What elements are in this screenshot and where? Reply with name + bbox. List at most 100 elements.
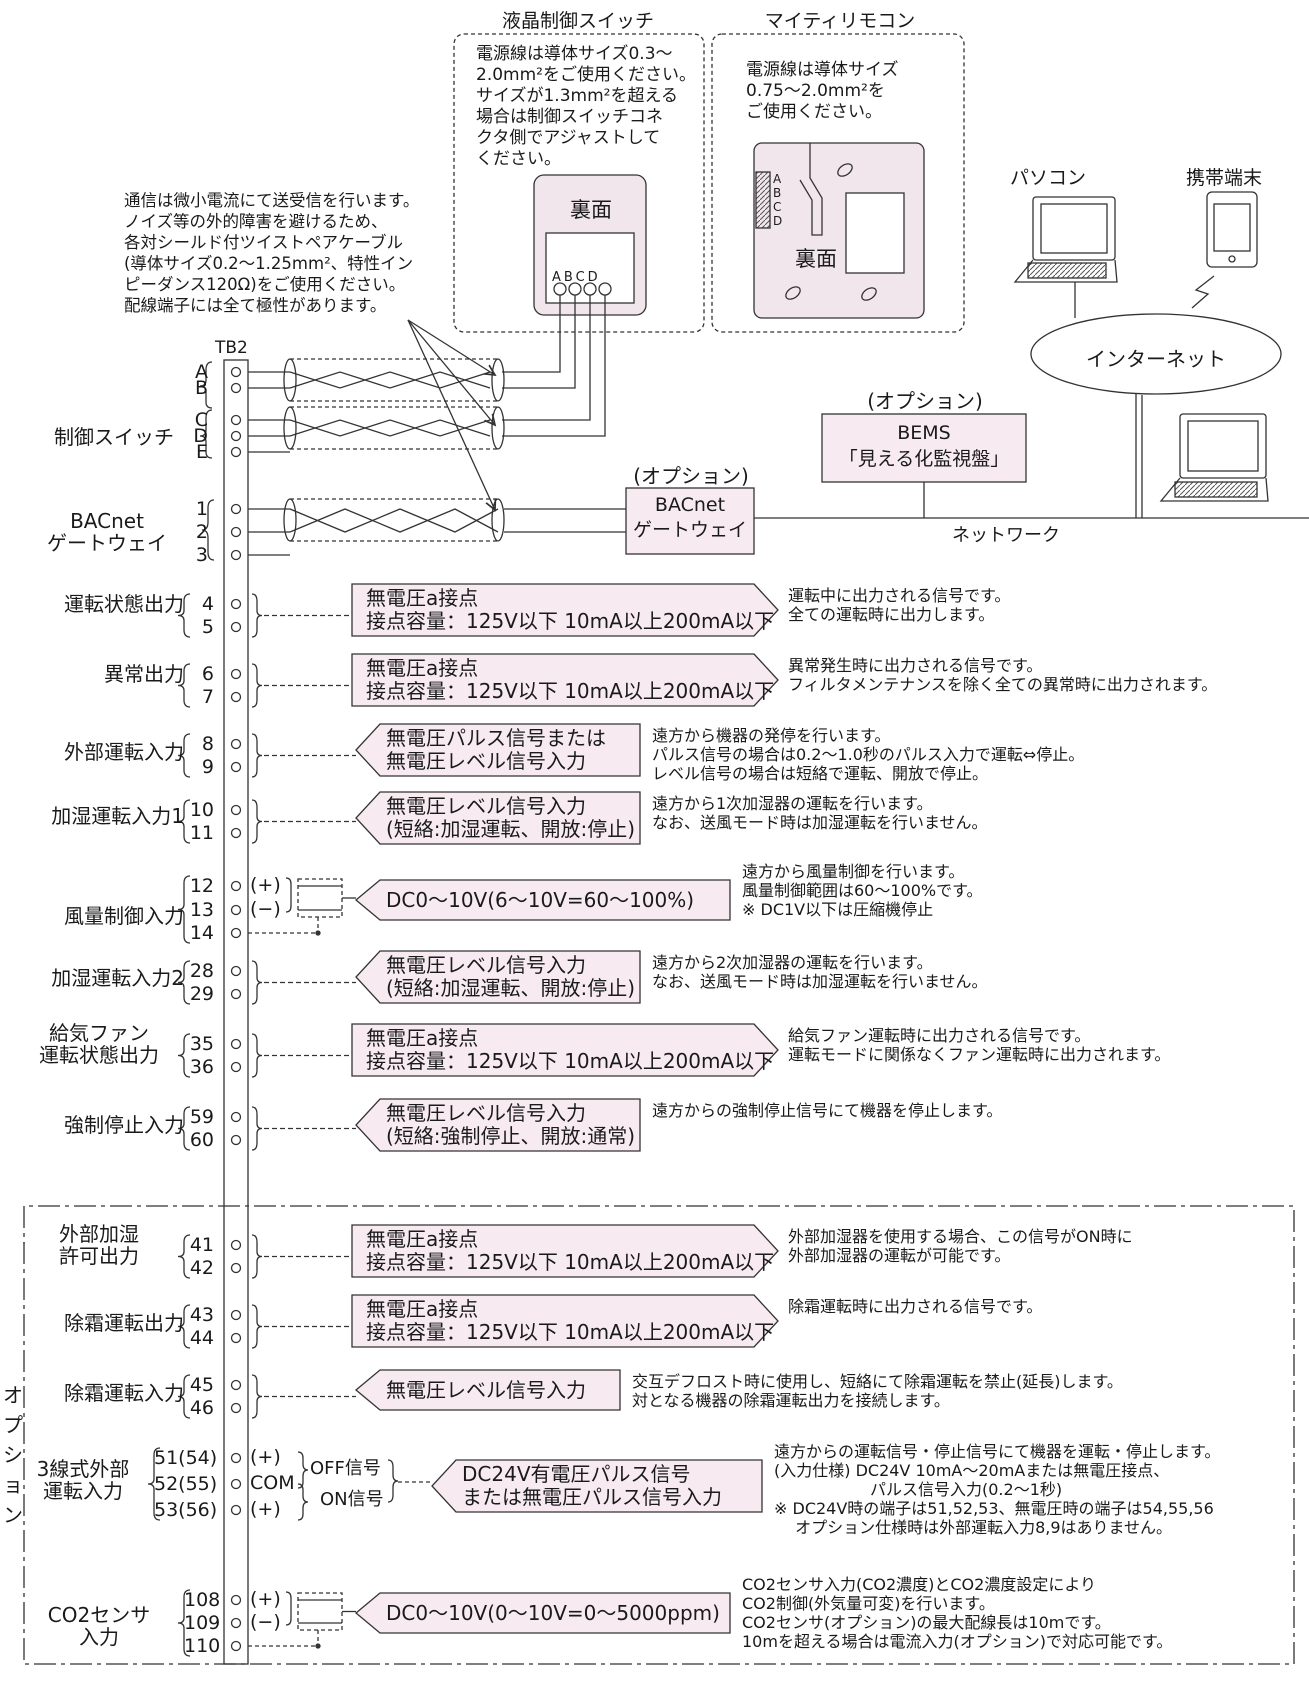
terminal-hole (230, 598, 242, 610)
bacnet-option-label: (オプション) (633, 464, 749, 488)
terminal-59: 59 (189, 1106, 214, 1128)
terminal-hole (230, 1594, 242, 1606)
signal-box-text-9: 無電圧a接点 接点容量：125V以下 10mA以上200mA以下 (366, 1297, 775, 1344)
terminal-c: C (194, 409, 208, 431)
mobile-label: 携帯端末 (1186, 167, 1263, 189)
signal-box-shape (351, 1224, 779, 1278)
row-description-2: 遠方から機器の発停を行います。 パルス信号の場合は0.2～1.0秒のパルス入力で… (652, 726, 1085, 783)
twisted-pair-cable-ab (283, 358, 505, 402)
terminal-3: 3 (195, 544, 208, 566)
terminal-d: D (193, 425, 208, 447)
laptop-icon-1 (1013, 196, 1118, 283)
option-vertical-label: オプション (3, 1383, 23, 1527)
terminal-2: 2 (195, 521, 208, 543)
signal-box-shape (354, 1369, 621, 1411)
terminal-35: 35 (189, 1033, 214, 1055)
terminal-13: 13 (189, 899, 214, 921)
terminal-hole (230, 382, 242, 394)
row-description-9: 除霜運転時に出力される信号です。 (788, 1297, 1043, 1316)
terminal-5: 5 (201, 616, 214, 638)
signal-box-shape (354, 1592, 731, 1634)
signal-box-shape (431, 1459, 763, 1513)
bacnet-gateway-box (625, 487, 755, 555)
control-switch-label: 制御スイッチ (54, 425, 174, 449)
row-label-11: 3線式外部 運転入力 (36, 1457, 130, 1503)
terminal-hole (230, 1038, 242, 1050)
lcd-switch-frame (453, 33, 705, 333)
internet-label: インターネット (1086, 347, 1226, 371)
terminal-12: 12 (189, 875, 214, 897)
terminal-hole (230, 1402, 242, 1414)
terminal-hole (230, 1452, 242, 1464)
terminal-53(56): 53(56) (154, 1499, 218, 1521)
signal-box-text-2: 無電圧パルス信号または 無電圧レベル信号入力 (386, 726, 606, 773)
plus-label: (+) (250, 1498, 281, 1520)
signal-box-shape (351, 1294, 779, 1348)
terminal-4: 4 (201, 593, 214, 615)
terminal-6: 6 (201, 663, 214, 685)
bacnet-gateway-label: BACnet ゲートウェイ (47, 509, 167, 555)
terminal-hole (230, 1239, 242, 1251)
row-description-11: 遠方からの運転信号・停止信号にて機器を運転・停止します。 (入力仕様) DC24… (774, 1442, 1221, 1537)
terminal-hole (230, 446, 242, 458)
row-description-3: 遠方から1次加湿器の運転を行います。 なお、送風モード時は加湿運転を行いません。 (652, 794, 988, 832)
row-description-10: 交互デフロスト時に使用し、短絡にて除霜運転を禁止(延長)します。 対となる機器の… (632, 1372, 1123, 1410)
mighty-power-note: 電源線は導体サイズ 0.75～2.0mm²を ご使用ください。 (746, 60, 899, 122)
row-description-4: 遠方から風量制御を行います。 風量制御範囲は60～100%です。 ※ DC1V以… (742, 862, 983, 919)
tb2-label: TB2 (215, 338, 248, 358)
twisted-pair-cable-cd (283, 406, 505, 450)
terminal-110: 110 (184, 1635, 221, 1657)
row-label-10: 除霜運転入力 (64, 1381, 184, 1405)
terminal-hole (230, 804, 242, 816)
row-label-12: CO2センサ 入力 (47, 1603, 151, 1649)
signal-box-text-12: DC0～10V(0～10V=0～5000ppm) (386, 1601, 720, 1625)
terminal-b: B (194, 377, 208, 399)
lcd-power-note: 電源線は導体サイズ0.3～ 2.0mm²をご使用ください。 サイズが1.3mm²… (476, 44, 696, 169)
internet-cloud (1030, 313, 1282, 395)
terminal-hole (230, 1478, 242, 1490)
terminal-hole (230, 927, 242, 939)
terminal-hole (230, 904, 242, 916)
terminal-43: 43 (189, 1304, 214, 1326)
terminal-11: 11 (189, 822, 214, 844)
lcd-back-label: 裏面 (570, 198, 612, 222)
signal-box-text-11: DC24V有電圧パルス信号 または無電圧パルス信号入力 (462, 1462, 722, 1509)
terminal-hole (230, 503, 242, 515)
terminal-hole (230, 1134, 242, 1146)
terminal-hole (230, 1262, 242, 1274)
signal-box-text-0: 無電圧a接点 接点容量：125V以下 10mA以上200mA以下 (366, 586, 775, 633)
pc-label: パソコン (1010, 167, 1087, 189)
signal-box-shape (355, 791, 641, 845)
plus-label: (+) (250, 874, 281, 896)
signal-box-shape (355, 1098, 641, 1152)
laptop-icon-2 (1159, 413, 1269, 502)
terminal-46: 46 (189, 1397, 214, 1419)
bems-box (821, 413, 1027, 483)
terminal-60: 60 (189, 1129, 214, 1151)
signal-box-text-1: 無電圧a接点 接点容量：125V以下 10mA以上200mA以下 (366, 656, 775, 703)
row-label-9: 除霜運転出力 (64, 1311, 184, 1335)
row-label-2: 外部運転入力 (64, 740, 184, 764)
terminal-hole (230, 621, 242, 633)
terminal-28: 28 (189, 960, 214, 982)
signal-box-shape (354, 879, 731, 921)
terminal-42: 42 (189, 1257, 214, 1279)
signal-box-text-3: 無電圧レベル信号入力 (短絡:加湿運転、開放:停止) (386, 794, 636, 841)
mighty-remote-frame (711, 33, 965, 333)
terminal-hole (230, 988, 242, 1000)
terminal-hole (230, 1332, 242, 1344)
terminal-1: 1 (195, 498, 208, 520)
signal-box-text-7: 無電圧レベル信号入力 (短絡:強制停止、開放:通常) (386, 1101, 636, 1148)
terminal-hole (230, 1640, 242, 1652)
terminal-52(55): 52(55) (154, 1473, 218, 1495)
terminal-51(54): 51(54) (154, 1447, 218, 1469)
com-label: COM (250, 1472, 295, 1494)
row-label-0: 運転状態出力 (64, 592, 184, 616)
row-label-1: 異常出力 (104, 662, 184, 686)
bacnet-gateway-text: BACnet ゲートウェイ (632, 494, 747, 541)
row-description-0: 運転中に出力される信号です。 全ての運転時に出力します。 (788, 586, 1011, 624)
signal-box-text-5: 無電圧レベル信号入力 (短絡:加湿運転、開放:停止) (386, 953, 636, 1000)
terminal-8: 8 (201, 733, 214, 755)
row-description-7: 遠方からの強制停止信号にて機器を停止します。 (652, 1101, 1003, 1120)
